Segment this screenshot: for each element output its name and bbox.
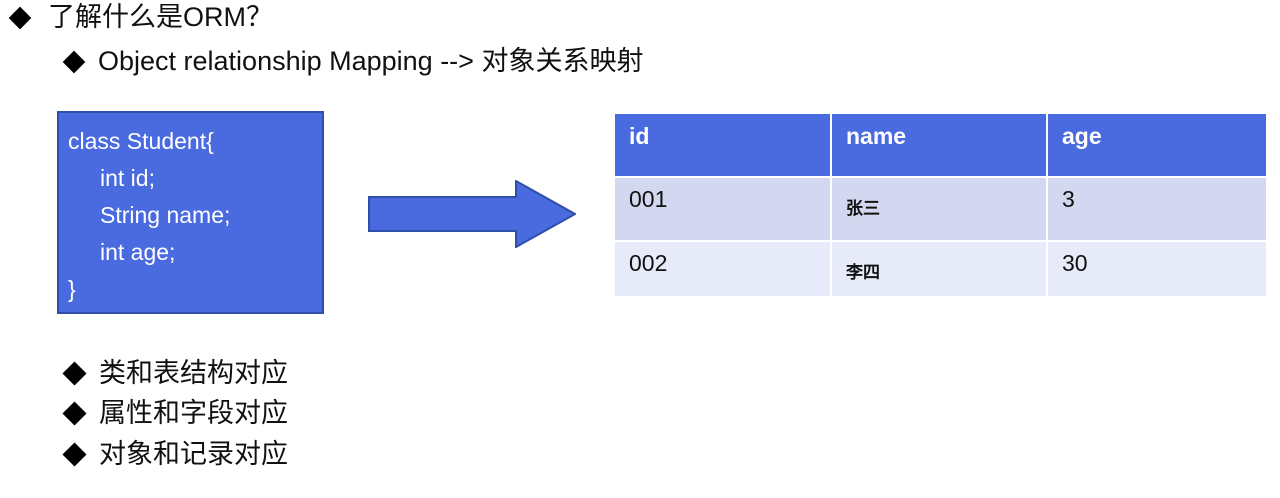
- code-line-field-age: int age;: [100, 239, 176, 265]
- subheading-label: Object relationship Mapping --> 对象关系映射: [98, 46, 644, 76]
- page-title: 了解什么是ORM？: [48, 2, 273, 32]
- table-header-row: id name age: [615, 114, 1266, 176]
- diamond-bullet-icon: [62, 442, 87, 467]
- code-line-closing-brace: }: [68, 276, 76, 302]
- diamond-bullet-icon: [8, 6, 32, 29]
- column-header-age: age: [1048, 114, 1266, 176]
- diamond-bullet-icon: [62, 361, 87, 386]
- diamond-bullet-icon: [62, 401, 87, 426]
- cell-name: 李四: [832, 242, 1046, 296]
- cell-id: 001: [615, 178, 830, 240]
- code-line-class-declaration: class Student{: [68, 128, 214, 154]
- column-header-name: name: [832, 114, 1046, 176]
- point-label-attribute-field: 属性和字段对应: [99, 398, 288, 428]
- cell-age: 3: [1048, 178, 1266, 240]
- cell-age: 30: [1048, 242, 1266, 296]
- cell-name: 张三: [832, 178, 1046, 240]
- diamond-bullet-icon: [62, 50, 86, 73]
- point-bullet-row-attribute-field: 属性和字段对应: [62, 398, 288, 428]
- point-bullet-row-class-table: 类和表结构对应: [62, 358, 288, 388]
- heading-bullet-row: 了解什么是ORM？: [8, 2, 273, 32]
- cell-id: 002: [615, 242, 830, 296]
- point-label-class-table: 类和表结构对应: [99, 358, 288, 388]
- column-header-id: id: [615, 114, 830, 176]
- class-code-box: class Student{ int id; String name; int …: [57, 111, 324, 314]
- point-bullet-row-object-record: 对象和记录对应: [62, 439, 288, 469]
- point-label-object-record: 对象和记录对应: [99, 439, 288, 469]
- table-row: 002 李四 30: [615, 242, 1266, 296]
- code-line-field-id: int id;: [100, 165, 155, 191]
- code-line-field-name: String name;: [100, 202, 231, 228]
- student-mapping-table: id name age 001 张三 3 002 李四 30: [613, 112, 1268, 298]
- subheading-bullet-row: Object relationship Mapping --> 对象关系映射: [62, 46, 644, 76]
- table-row: 001 张三 3: [615, 178, 1266, 240]
- right-block-arrow-icon: [368, 179, 578, 249]
